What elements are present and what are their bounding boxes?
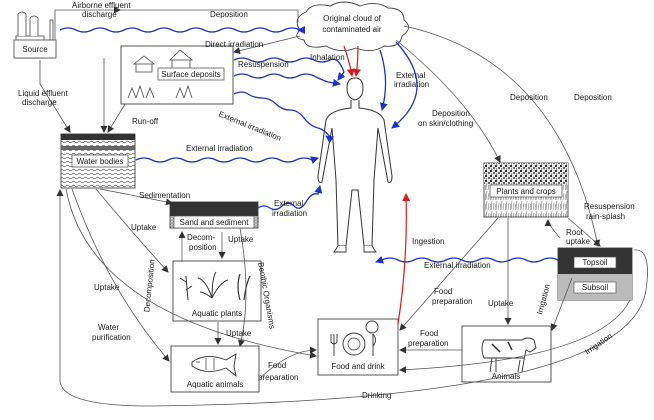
human-figure <box>317 77 393 253</box>
label-deposition-skin-2: on skin/clothing <box>418 119 473 128</box>
label-ingestion: Ingestion <box>412 237 444 246</box>
label-food-prep-crops-1: Food <box>434 287 452 296</box>
label-root-uptake-1: Root <box>566 228 584 237</box>
label-ext-irr-cloud-2: irradiation <box>394 80 429 89</box>
blue-irradiation-pathways <box>59 26 559 264</box>
label-irrigation-bottom: Irrigation <box>583 331 614 356</box>
label-food-prep-aquatic-2: preparation <box>258 373 298 382</box>
source-factory: Source <box>13 11 57 59</box>
animals-box: Animals <box>461 325 552 383</box>
label-resuspension: Resuspension <box>238 60 289 69</box>
aquatic-plants-box: Aquatic plants <box>172 260 262 322</box>
aquatic-animals-label: Aquatic animals <box>187 380 243 389</box>
label-irrigation-mid: Irrigation <box>535 283 552 315</box>
label-decom-1: Decom- <box>187 233 215 242</box>
label-root-uptake-2: uptake <box>566 237 591 246</box>
label-decomposition: Decomposition <box>142 259 156 313</box>
label-inhalation: Inhalation <box>310 53 345 62</box>
label-deposition-top: Deposition <box>210 10 248 19</box>
label-ext-irr-cloud-1: External <box>396 71 426 80</box>
label-ext-irr-soil: External irradiation <box>424 261 491 270</box>
sand-sediment-label: Sand and sediment <box>180 218 250 227</box>
surface-deposits-box: Surface deposits <box>120 45 234 105</box>
label-resusp-splash-1: Resuspension <box>584 202 635 211</box>
soil-box: Topsoil Subsoil <box>557 247 633 301</box>
label-liquid-effluent-1: Liquid effluent <box>18 89 68 98</box>
label-food-prep-aquatic-1: Food <box>268 361 286 370</box>
red-pathways <box>343 45 411 325</box>
water-bodies-box: Water bodies <box>60 133 136 189</box>
label-ext-irr-sand-2: irradiation <box>272 209 307 218</box>
subsoil-label: Subsoil <box>582 283 608 292</box>
label-food-prep-animals-1: Food <box>420 329 438 338</box>
label-deposition-mid: Deposition <box>510 93 548 102</box>
label-liquid-effluent-2: discharge <box>22 98 57 107</box>
label-uptake-left: Uptake <box>94 283 120 292</box>
label-sedimentation: Sedimentation <box>139 191 190 200</box>
label-water-purif-2: purification <box>92 333 131 342</box>
label-deposition-right: Deposition <box>574 93 612 102</box>
food-drink-label: Food and drink <box>331 362 385 371</box>
label-drinking: Drinking <box>362 391 391 400</box>
label-uptake-sand: Uptake <box>228 235 254 244</box>
plants-crops-box: Plants and crops <box>483 162 569 218</box>
gray-pathways <box>39 6 648 407</box>
label-ext-irr-surface: External irradiation <box>217 110 282 143</box>
label-uptake-crops: Uptake <box>488 299 514 308</box>
label-food-prep-animals-2: preparation <box>408 339 448 348</box>
label-decom-2: position <box>189 243 217 252</box>
label-uptake-plants: Uptake <box>226 329 252 338</box>
aquatic-plants-label: Aquatic plants <box>192 309 242 318</box>
plants-crops-label: Plants and crops <box>496 187 556 196</box>
animals-label: Animals <box>492 372 520 381</box>
water-bodies-label: Water bodies <box>77 157 124 166</box>
sand-sediment-box: Sand and sediment <box>169 201 259 229</box>
label-uptake-water: Uptake <box>131 223 157 232</box>
label-food-prep-crops-2: preparation <box>432 297 472 306</box>
label-water-purif-1: Water <box>98 323 119 332</box>
food-drink-box: Food and drink <box>317 318 399 376</box>
label-resusp-splash-2: rain-splash <box>586 212 625 221</box>
label-deposition-skin-1: Deposition <box>432 109 470 118</box>
topsoil-label: Topsoil <box>583 258 608 267</box>
label-airborne-1: Airborne effluent <box>72 1 131 10</box>
label-run-off: Run-off <box>132 117 159 126</box>
cloud-label-1: Original cloud of <box>323 14 382 23</box>
source-label: Source <box>22 45 48 54</box>
surface-deposits-label: Surface deposits <box>161 70 221 79</box>
label-airborne-2: discharge <box>82 10 117 19</box>
cloud-label-2: contaminated air <box>322 25 381 34</box>
contaminated-cloud: Original cloud of contaminated air <box>296 1 409 51</box>
aquatic-animals-box: Aquatic animals <box>170 345 260 393</box>
label-ext-irr-water: External irradiation <box>186 144 253 153</box>
label-ext-irr-sand-1: External <box>274 199 304 208</box>
label-direct-irradiation: Direct irradiation <box>205 40 263 49</box>
